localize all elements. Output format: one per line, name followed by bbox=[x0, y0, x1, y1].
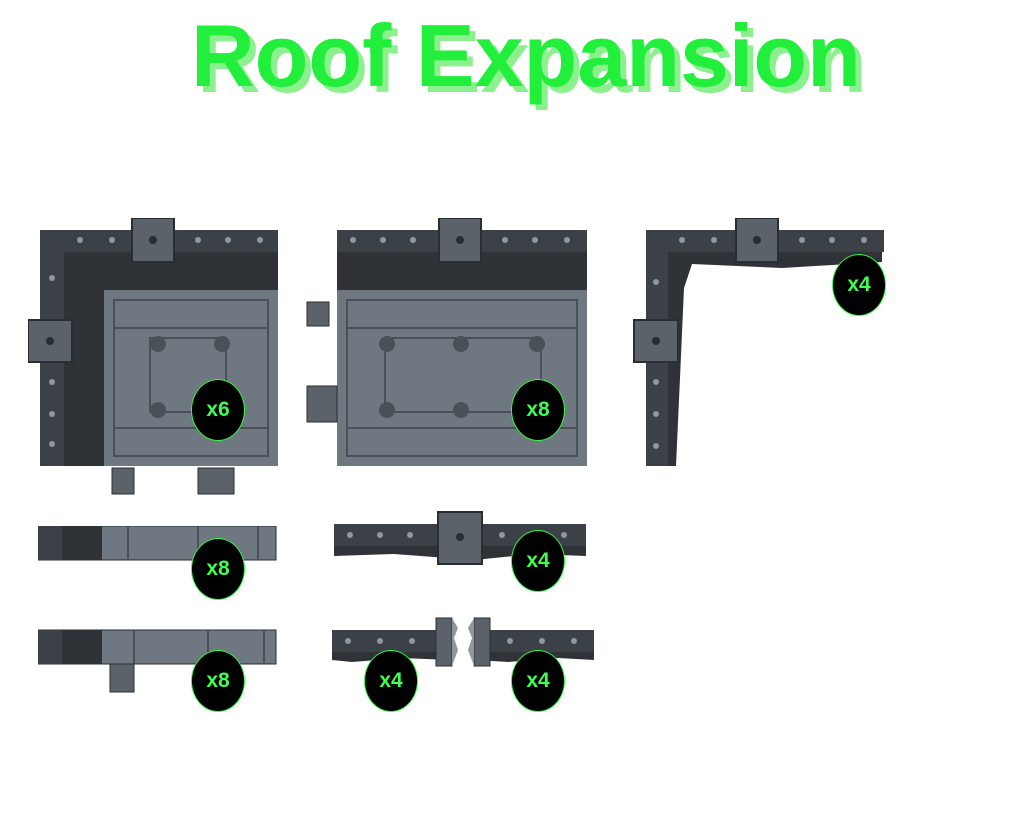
count-badge: x4 bbox=[832, 254, 886, 316]
page-title: Roof Expansion Roof Expansion bbox=[0, 0, 1024, 110]
count-badge: x8 bbox=[191, 650, 245, 712]
tile-corner-floor bbox=[28, 218, 278, 495]
tile-corner-wall bbox=[633, 218, 884, 466]
title-text: Roof Expansion bbox=[191, 6, 861, 105]
count-badge: x8 bbox=[511, 379, 565, 441]
title-shadow: Roof Expansion bbox=[197, 12, 867, 110]
tile-strip-floor-tab bbox=[38, 629, 277, 693]
tile-wall-strip-center bbox=[334, 511, 586, 565]
count-badge: x8 bbox=[191, 538, 245, 600]
count-badge: x4 bbox=[511, 530, 565, 592]
count-badge: x4 bbox=[364, 650, 418, 712]
count-badge: x4 bbox=[511, 650, 565, 712]
count-badge: x6 bbox=[191, 379, 245, 441]
tile-wall-broken-left bbox=[332, 617, 458, 667]
